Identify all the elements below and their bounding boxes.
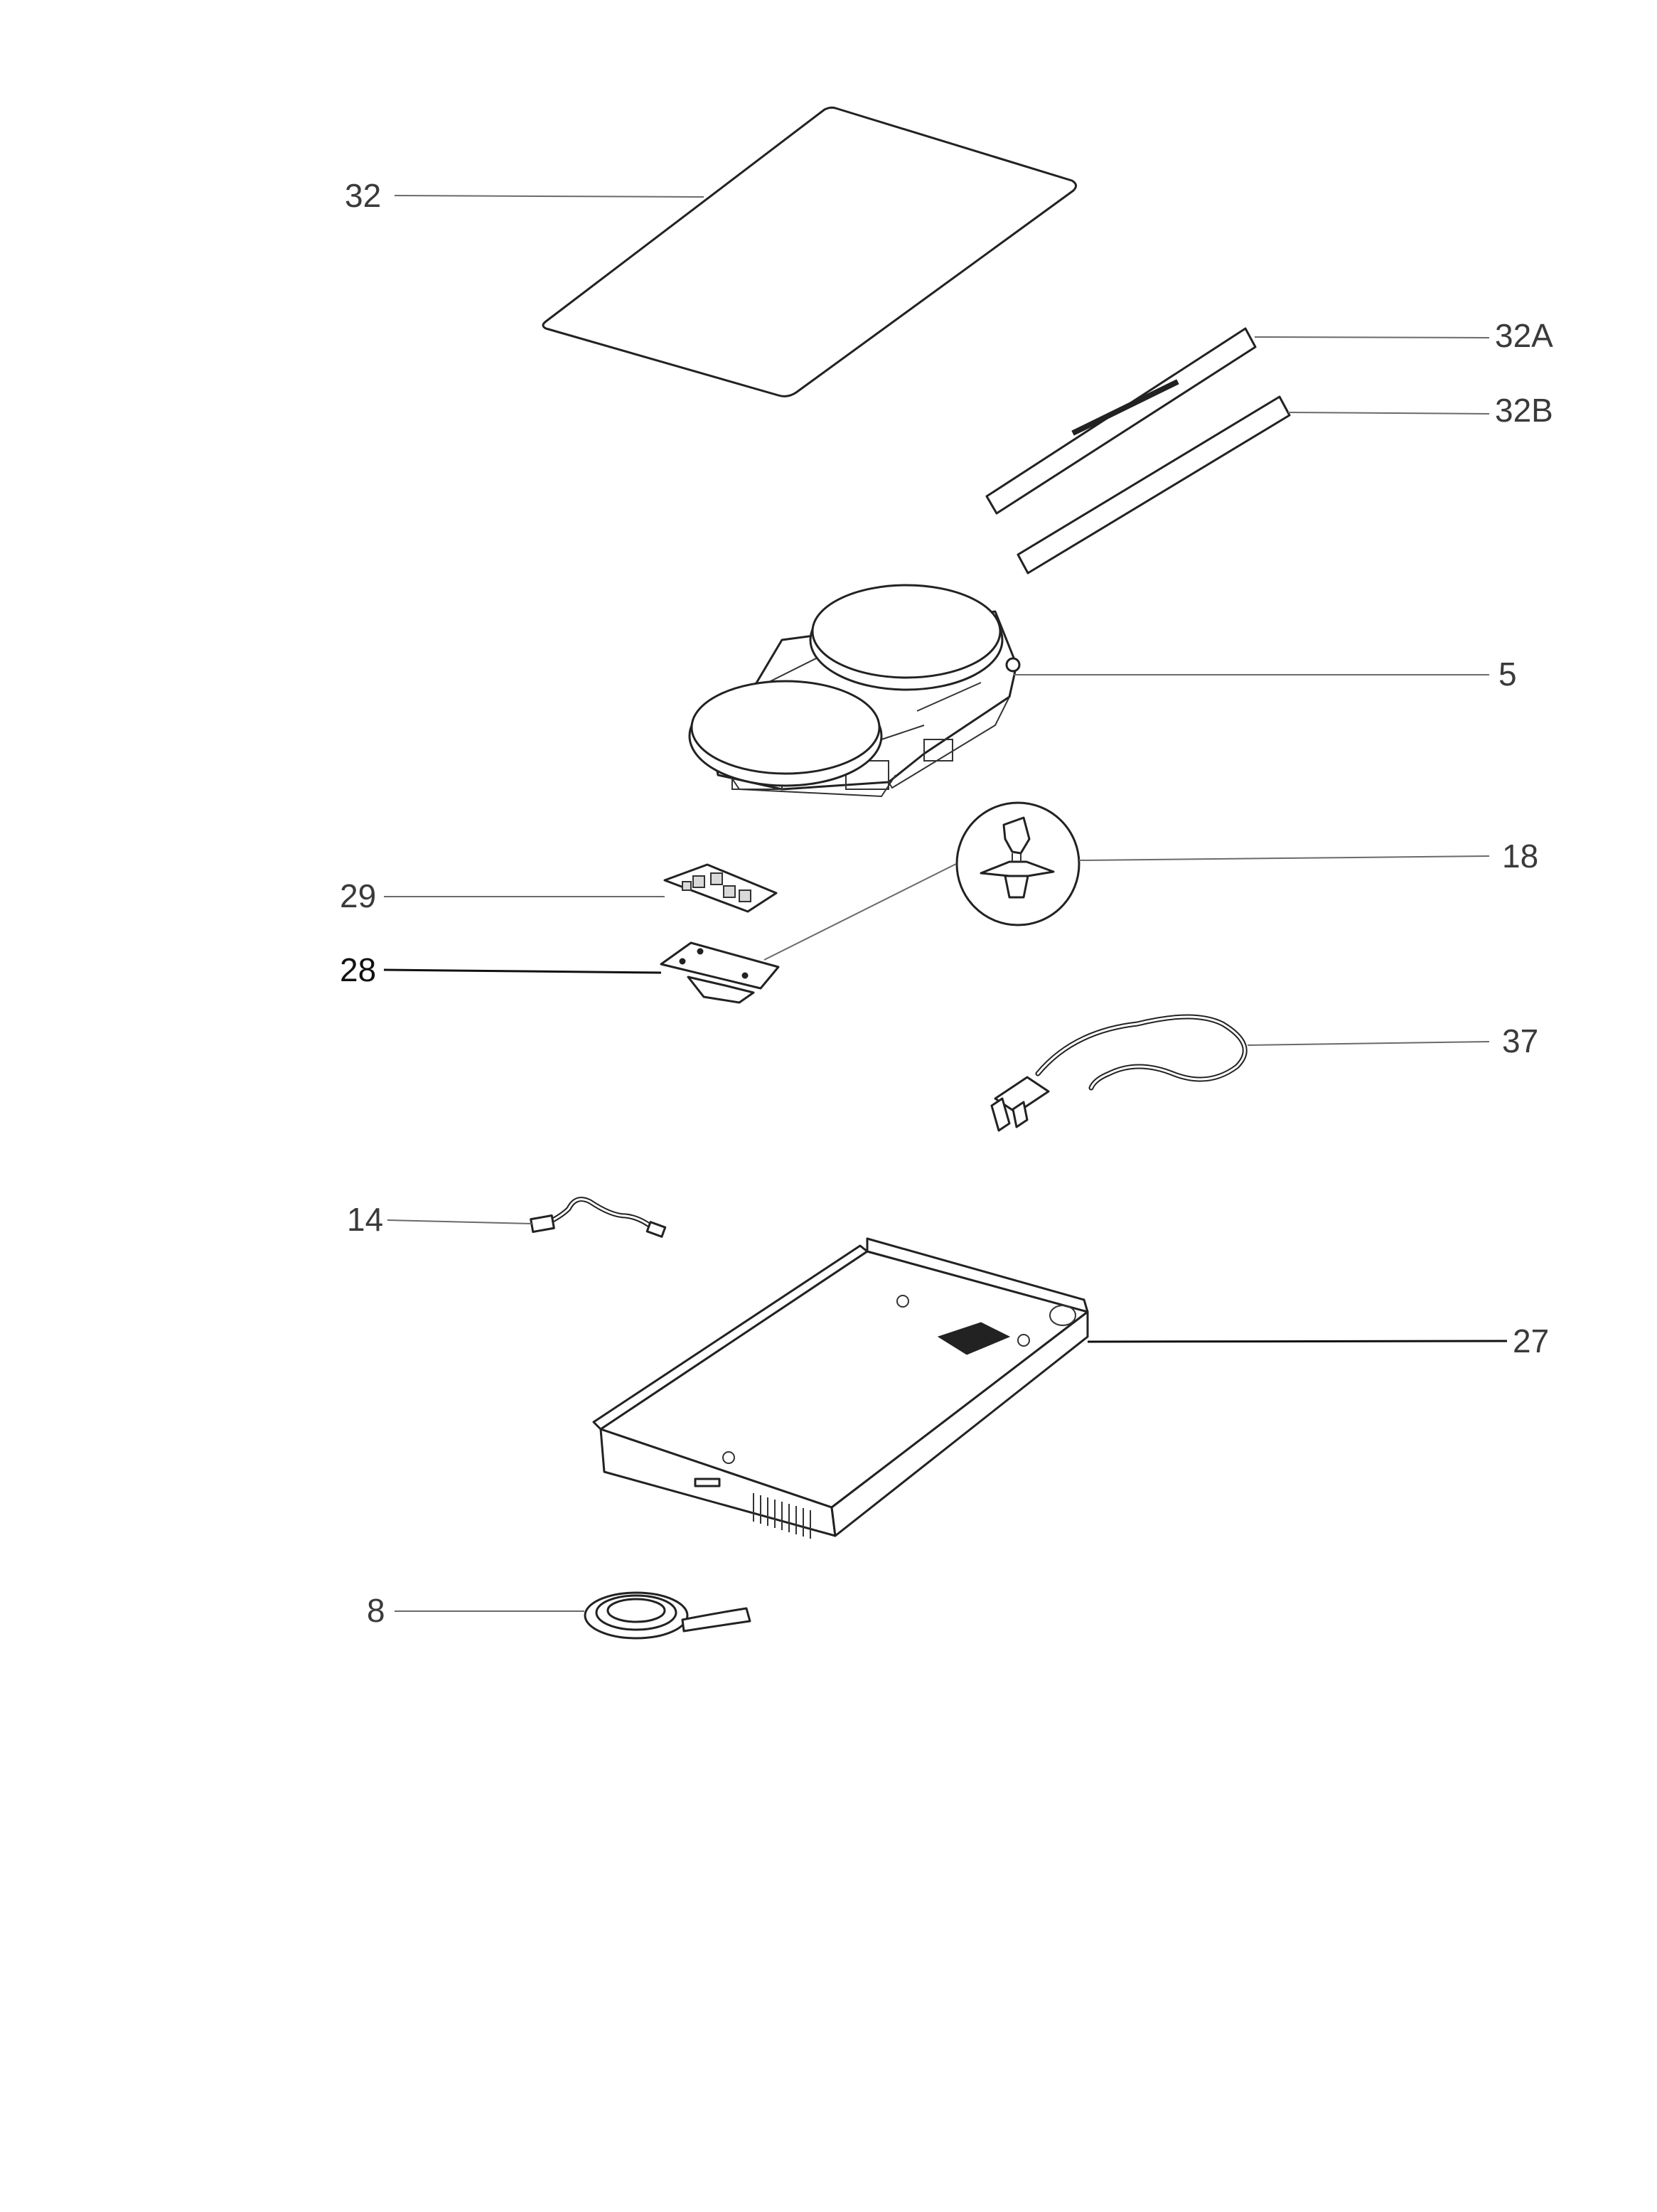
callout-32: 32	[345, 177, 381, 214]
callout-8: 8	[367, 1592, 385, 1629]
callout-18: 18	[1502, 838, 1538, 875]
part-29-control-board	[663, 863, 778, 913]
part-14-sensor-wire	[530, 1197, 667, 1238]
part-5-burner-unit	[688, 584, 1021, 798]
part-32a-frame-strip	[985, 327, 1257, 515]
leader-32	[394, 195, 704, 198]
callout-27: 27	[1513, 1323, 1549, 1359]
leader-14	[387, 1219, 532, 1224]
part-32b-frame-strip	[1017, 395, 1291, 575]
callout-32a: 32A	[1495, 317, 1553, 354]
part-18-foot-detail	[955, 801, 1080, 926]
part-27-base-housing	[592, 1237, 1089, 1539]
part-8-seal-tape	[584, 1591, 751, 1640]
leader-32b	[1287, 412, 1490, 415]
callout-5: 5	[1498, 656, 1517, 693]
leader-18	[1078, 855, 1490, 861]
callout-28: 28	[340, 951, 376, 988]
leader-28	[383, 968, 662, 974]
part-37-power-cord	[990, 1014, 1248, 1132]
leader-32a	[1254, 336, 1490, 338]
leader-27	[1087, 1340, 1508, 1343]
callout-37: 37	[1502, 1022, 1538, 1059]
leader-18-detail	[763, 863, 957, 961]
leader-37	[1247, 1041, 1490, 1046]
callout-29: 29	[340, 877, 376, 914]
part-32-glass-panel	[542, 106, 1077, 397]
callout-32b: 32B	[1495, 392, 1553, 429]
callout-14: 14	[347, 1201, 383, 1238]
part-28-bracket	[660, 941, 780, 1004]
